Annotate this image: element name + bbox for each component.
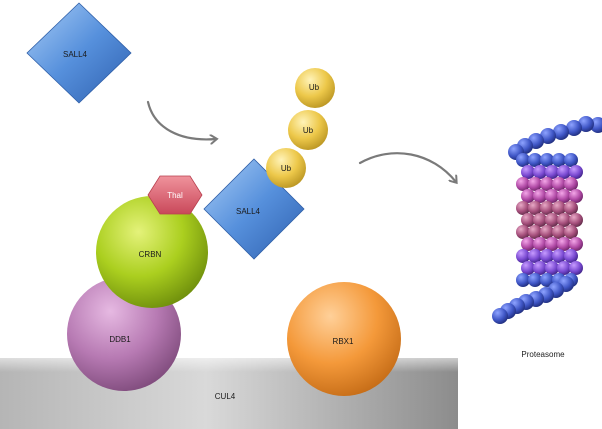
proteasome-bead bbox=[516, 249, 530, 263]
proteasome-bead bbox=[521, 165, 535, 179]
proteasome-bead bbox=[552, 249, 566, 263]
proteasome-bead bbox=[540, 249, 554, 263]
proteasome-bead bbox=[545, 189, 559, 203]
proteasome-bead bbox=[569, 213, 583, 227]
proteasome-bead bbox=[533, 261, 547, 275]
proteasome-bead bbox=[569, 189, 583, 203]
proteasome-bead bbox=[553, 124, 569, 140]
rbx1-sphere: RBX1 bbox=[287, 282, 401, 396]
proteasome-model bbox=[492, 116, 602, 324]
ddb1-label: DDB1 bbox=[109, 335, 131, 344]
proteasome-bead bbox=[540, 201, 554, 215]
proteasome-bead bbox=[540, 153, 554, 167]
proteasome-bead bbox=[557, 189, 571, 203]
proteasome-bead bbox=[564, 225, 578, 239]
proteasome-bead bbox=[533, 237, 547, 251]
ub-sphere-bottom: Ub bbox=[266, 148, 306, 188]
proteasome-bead bbox=[564, 249, 578, 263]
proteasome-bead bbox=[557, 237, 571, 251]
proteasome-bead bbox=[545, 213, 559, 227]
curved-arrow-icon bbox=[146, 100, 216, 139]
proteasome-bead bbox=[566, 120, 582, 136]
proteasome-bead bbox=[540, 225, 554, 239]
proteasome-bead bbox=[545, 261, 559, 275]
proteasome-bead bbox=[569, 237, 583, 251]
proteasome-bead bbox=[516, 225, 530, 239]
proteasome-bead bbox=[521, 189, 535, 203]
proteasome-bead bbox=[492, 308, 508, 324]
proteasome-bead bbox=[545, 237, 559, 251]
proteasome-bead bbox=[564, 201, 578, 215]
ub-label-top: Ub bbox=[309, 83, 320, 92]
curved-arrow-icon bbox=[358, 152, 456, 182]
proteasome-bead bbox=[552, 225, 566, 239]
proteasome-bead bbox=[516, 153, 530, 167]
proteasome-label: Proteasome bbox=[521, 350, 565, 359]
sall4-bound-label: SALL4 bbox=[236, 207, 261, 216]
proteasome-bead bbox=[564, 177, 578, 191]
ub-sphere-top: Ub bbox=[295, 68, 335, 108]
proteasome-bead bbox=[533, 189, 547, 203]
proteasome-bead bbox=[516, 177, 530, 191]
sall4-free-diamond: SALL4 bbox=[26, 2, 132, 104]
proteasome-bead bbox=[569, 261, 583, 275]
proteasome-bead bbox=[521, 237, 535, 251]
proteasome-bead bbox=[557, 261, 571, 275]
proteasome-bead bbox=[528, 201, 542, 215]
proteasome-bead bbox=[528, 273, 542, 287]
crbn-sphere: CRBN bbox=[96, 196, 208, 308]
proteasome-bead bbox=[552, 177, 566, 191]
proteasome-bead bbox=[521, 261, 535, 275]
proteasome-bead bbox=[545, 165, 559, 179]
proteasome-bead bbox=[533, 213, 547, 227]
proteasome-bead bbox=[552, 201, 566, 215]
proteasome-bead bbox=[516, 273, 530, 287]
proteasome-bead bbox=[540, 128, 556, 144]
rbx1-label: RBX1 bbox=[333, 337, 354, 346]
ub-label-bottom: Ub bbox=[281, 164, 292, 173]
proteasome-bead bbox=[528, 177, 542, 191]
proteasome-bead bbox=[564, 153, 578, 167]
proteasome-bead bbox=[528, 249, 542, 263]
thal-hexagon: Thal bbox=[147, 175, 203, 215]
proteasome-bead bbox=[552, 153, 566, 167]
crbn-label: CRBN bbox=[139, 250, 162, 259]
ub-label-middle: Ub bbox=[303, 126, 314, 135]
proteasome-bead bbox=[540, 177, 554, 191]
ubiquitin-chain: Ub Ub Ub bbox=[266, 68, 335, 188]
proteasome-bead bbox=[528, 153, 542, 167]
proteasome-bead bbox=[533, 165, 547, 179]
proteasome-bead bbox=[569, 165, 583, 179]
thal-label: Thal bbox=[167, 191, 183, 200]
cul4-label: CUL4 bbox=[215, 392, 236, 401]
proteasome-bead bbox=[516, 201, 530, 215]
ub-sphere-middle: Ub bbox=[288, 110, 328, 150]
proteasome-bead bbox=[557, 165, 571, 179]
proteasome-bead bbox=[521, 213, 535, 227]
sall4-free-label: SALL4 bbox=[63, 50, 88, 59]
proteasome-bead bbox=[557, 213, 571, 227]
proteasome-bead bbox=[528, 225, 542, 239]
proteasome-bead bbox=[540, 273, 554, 287]
